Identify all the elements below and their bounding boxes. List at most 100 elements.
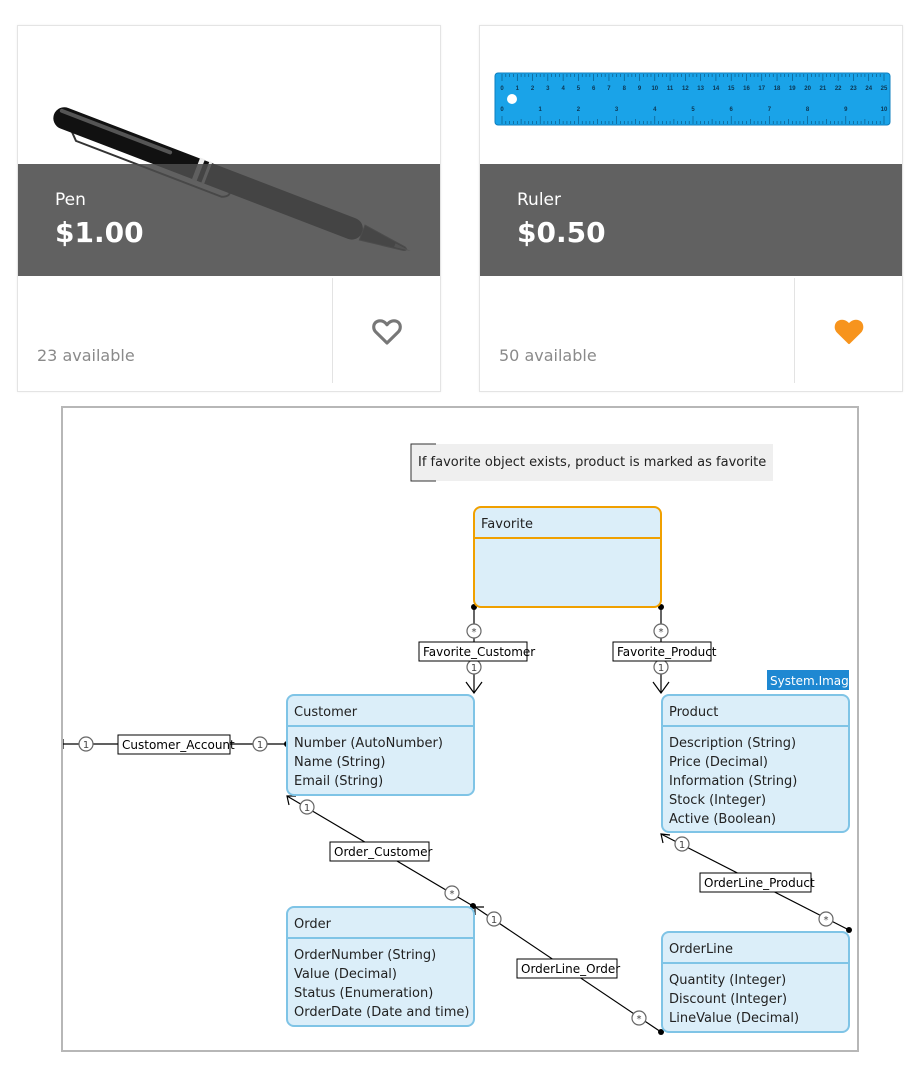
ruler-top-label: 17 [758, 86, 765, 92]
ruler-top-label: 1 [516, 86, 520, 92]
ruler-bottom-label: 10 [881, 107, 888, 113]
entity-title: Order [294, 917, 332, 932]
tag-text: System.Image [770, 674, 856, 688]
association-orderline-order[interactable]: OrderLine_Order [521, 962, 620, 976]
ruler-top-label: 14 [713, 86, 720, 92]
association-orderline-product[interactable]: OrderLine_Product [704, 876, 815, 890]
entity-attribute: Price (Decimal) [669, 755, 768, 770]
ruler-bottom-label: 3 [615, 107, 619, 113]
ruler-top-label: 2 [531, 86, 535, 92]
entity-attribute: Value (Decimal) [294, 967, 397, 982]
multiplicity-label: * [450, 889, 455, 900]
ruler-top-label: 6 [592, 86, 596, 92]
entity-title: Favorite [481, 517, 533, 532]
multiplicity-markers [78, 623, 834, 1026]
ruler-top-label: 20 [804, 86, 811, 92]
multiplicity-label: * [472, 627, 477, 638]
ruler-top-label: 8 [623, 86, 627, 92]
multiplicity-label: 1 [658, 663, 664, 674]
multiplicity-label: * [659, 627, 664, 638]
ruler-top-label: 10 [651, 86, 658, 92]
product-availability: 50 available [499, 346, 597, 365]
entity-order[interactable]: Order OrderNumber (String) Value (Decima… [286, 906, 475, 1027]
entity-orderline[interactable]: OrderLine Quantity (Integer) Discount (I… [661, 931, 850, 1033]
ruler-top-label: 18 [774, 86, 781, 92]
entity-product[interactable]: Product Description (String) Price (Deci… [661, 694, 850, 833]
multiplicity-label: 1 [471, 663, 477, 674]
entity-attribute: OrderDate (Date and time) [294, 1005, 469, 1020]
multiplicity-label: * [637, 1014, 642, 1025]
ruler-bottom-label: 5 [691, 107, 695, 113]
association-favorite-product[interactable]: Favorite_Product [617, 645, 717, 659]
ruler-top-label: 25 [881, 86, 888, 92]
ruler-bottom-label: 6 [730, 107, 734, 113]
ruler-top-label: 13 [697, 86, 704, 92]
association-favorite-customer[interactable]: Favorite_Customer [423, 645, 535, 659]
multiplicity-label: 1 [679, 840, 685, 851]
ruler-top-label: 3 [546, 86, 550, 92]
product-info-band [480, 164, 902, 276]
ruler-top-label: 7 [607, 86, 611, 92]
product-name: Ruler [517, 190, 561, 210]
favorite-button[interactable] [370, 314, 404, 348]
entity-customer[interactable]: Customer Number (AutoNumber) Name (Strin… [286, 694, 475, 796]
ruler-bottom-label: 8 [806, 107, 810, 113]
entity-attribute: Number (AutoNumber) [294, 736, 443, 751]
multiplicity-label: 1 [304, 803, 310, 814]
entity-attribute: Discount (Integer) [669, 992, 787, 1007]
divider [794, 278, 795, 383]
entity-attribute: Information (String) [669, 774, 797, 789]
entity-attribute: Name (String) [294, 755, 385, 770]
ruler-top-label: 19 [789, 86, 796, 92]
heart-filled-icon [834, 319, 864, 345]
entity-attribute: Stock (Integer) [669, 793, 766, 808]
ruler-top-label: 22 [835, 86, 842, 92]
ruler-bottom-label: 0 [500, 107, 504, 113]
product-availability: 23 available [37, 346, 135, 365]
entity-attribute: Status (Enumeration) [294, 986, 433, 1001]
favorite-button[interactable] [832, 314, 866, 348]
entity-attribute: OrderNumber (String) [294, 948, 436, 963]
entity-attribute: Quantity (Integer) [669, 973, 786, 988]
ruler-bottom-label: 4 [653, 107, 657, 113]
multiplicity-label: * [824, 915, 829, 926]
ruler-top-label: 11 [667, 86, 674, 92]
ruler-top-label: 12 [682, 86, 689, 92]
entity-attribute: Active (Boolean) [669, 812, 776, 827]
ruler-top-label: 24 [865, 86, 872, 92]
note-text: If favorite object exists, product is ma… [418, 455, 766, 470]
product-info-band [18, 164, 440, 276]
heart-outline-icon [372, 319, 402, 345]
multiplicity-label: 1 [491, 915, 497, 926]
ruler-bottom-label: 7 [768, 107, 772, 113]
divider [332, 278, 333, 383]
entity-title: OrderLine [669, 942, 733, 957]
annotation-note[interactable]: If favorite object exists, product is ma… [410, 443, 773, 482]
product-price: $1.00 [55, 216, 144, 249]
product-price: $0.50 [517, 216, 606, 249]
ruler-top-label: 21 [820, 86, 827, 92]
ruler-top-label: 23 [850, 86, 857, 92]
entity-attribute: LineValue (Decimal) [669, 1011, 799, 1026]
product-name: Pen [55, 190, 86, 210]
system-image-tag: System.Image [767, 670, 856, 690]
entity-attribute: Description (String) [669, 736, 796, 751]
ruler-top-label: 15 [728, 86, 735, 92]
association-customer-account[interactable]: Customer_Account [122, 738, 235, 752]
association-order-customer[interactable]: Order_Customer [334, 845, 432, 859]
ruler-top-label: 16 [743, 86, 750, 92]
ruler-bottom-label: 2 [577, 107, 581, 113]
ruler-top-label: 9 [638, 86, 642, 92]
entity-attribute: Email (String) [294, 774, 383, 789]
entity-favorite[interactable]: Favorite [473, 506, 662, 608]
entity-title: Product [669, 705, 718, 720]
domain-model-diagram: * 1 * 1 1 1 1 * 1 * 1 * Favorite_Custome… [61, 406, 859, 1052]
ruler-top-label: 0 [500, 86, 504, 92]
multiplicity-label: 1 [257, 740, 263, 751]
entity-title: Customer [294, 705, 358, 720]
product-card-pen[interactable]: Pen $1.00 23 available [17, 25, 441, 392]
ruler-bottom-label: 1 [539, 107, 543, 113]
multiplicity-label: 1 [83, 740, 89, 751]
